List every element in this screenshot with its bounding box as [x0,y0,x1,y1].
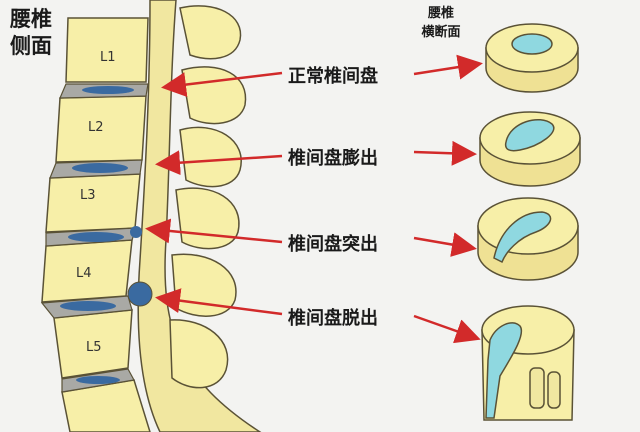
arrow-extrusion-to-spine [155,288,283,316]
arrow-normal-to-spine [161,71,283,98]
stage-label-normal: 正常椎间盘 [288,66,378,87]
stage-label-bulge: 椎间盘膨出 [288,148,378,169]
vertebra-label-l1: L1 [100,50,116,65]
vertebra-body-l1 [65,17,149,83]
vertebra-label-l3: L3 [80,188,96,203]
herniated-disc-side [127,281,153,307]
stage-label-protrusion: 椎间盘突出 [288,234,378,255]
side-view-title-line-2: 侧面 [10,34,52,58]
section-title-line-1: 腰椎 [427,6,454,21]
section-bulge [479,111,581,187]
vertebra-label-l4: L4 [76,266,92,281]
section-protrusion [477,197,579,281]
section-title: 腰椎 横断面 [416,4,466,42]
vertebra-label-l5: L5 [86,340,102,355]
side-view-title: 腰椎 侧面 [10,6,52,60]
arrow-extrusion-to-section [413,314,481,344]
arrow-protrusion-to-spine [145,218,283,244]
vertebra-body-l3 [45,173,141,233]
section-title-line-2: 横断面 [421,25,461,40]
vertebra-label-l2: L2 [88,120,104,135]
disc-nuclei [60,86,134,384]
arrow-bulge-to-spine [155,150,283,176]
vertebral-bodies [41,17,151,432]
posterior-processes [169,5,247,389]
side-view-title-line-1: 腰椎 [10,7,52,31]
arrow-bulge-to-section [413,140,477,166]
section-extrusion [481,305,575,421]
section-normal [485,23,579,93]
cross-sections [477,23,581,421]
arrows [145,54,483,344]
arrow-normal-to-section [413,54,483,80]
arrow-protrusion-to-section [413,232,477,257]
stage-label-extrusion: 椎间盘脱出 [288,308,378,329]
